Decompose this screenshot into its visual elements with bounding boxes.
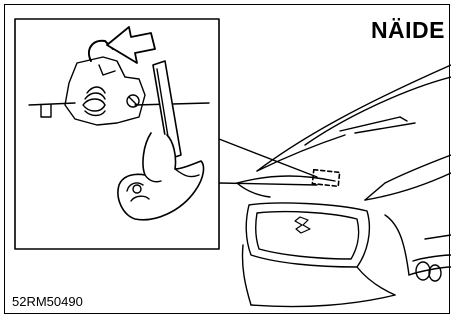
inset-box xyxy=(15,19,219,249)
hood-release-illustration xyxy=(5,5,451,315)
illustration-frame: NÄIDE 52RM50490 xyxy=(4,4,450,314)
figure-code: 52RM50490 xyxy=(12,294,83,309)
callout-line-bottom xyxy=(219,183,317,185)
callout-line-top xyxy=(219,139,317,177)
example-label: NÄIDE xyxy=(371,17,445,44)
car-front-drawing xyxy=(237,65,451,307)
